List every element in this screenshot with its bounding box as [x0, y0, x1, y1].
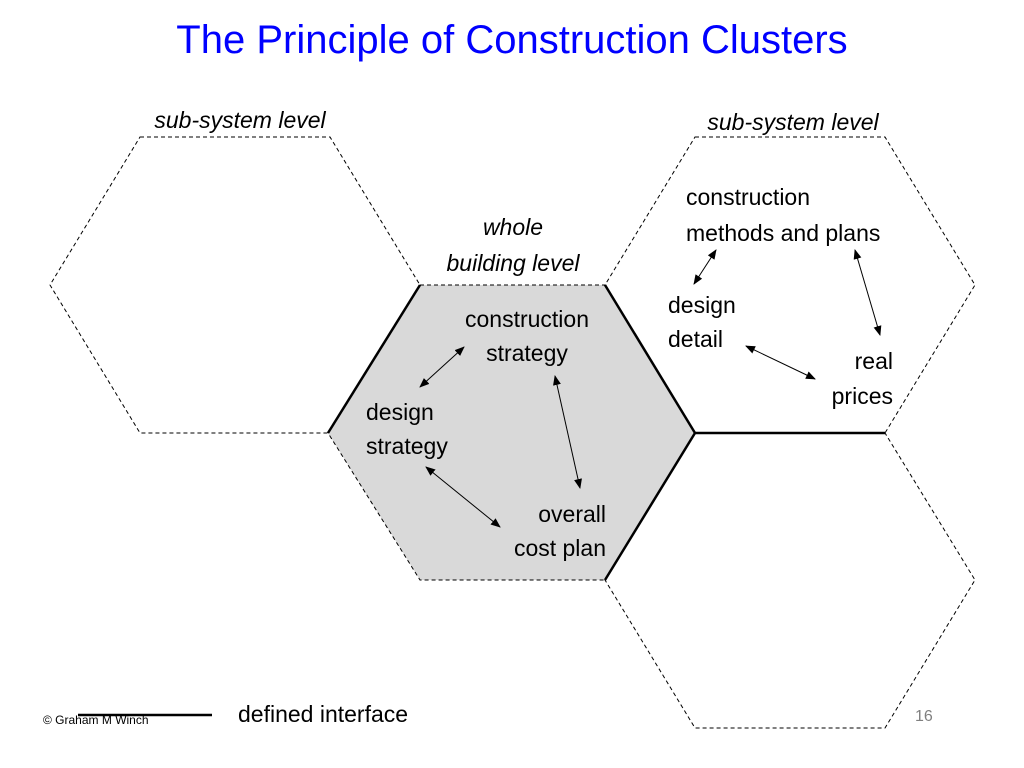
node-construction-strategy-line2: strategy	[486, 340, 568, 366]
arrow-design-strategy-construction-strategy	[419, 346, 465, 388]
node-construction-methods-line1: construction	[686, 184, 810, 210]
slide-title: The Principle of Construction Clusters	[176, 18, 848, 62]
interface-line-left-top	[326, 284, 422, 434]
arrow-design-strategy-cost-plan	[425, 466, 501, 528]
arrow-design-detail-construction-methods	[693, 249, 717, 285]
node-construction-strategy-line1: construction	[465, 306, 589, 332]
label-subsystem-left: sub-system level	[154, 107, 326, 133]
node-design-detail-line1: design	[668, 292, 736, 318]
interface-line-right-top	[603, 284, 697, 434]
node-design-strategy-line2: strategy	[366, 433, 448, 459]
node-overall-cost-plan-line2: cost plan	[514, 535, 606, 561]
label-whole-building-line1: whole	[483, 214, 543, 240]
node-real-prices-line2: prices	[832, 383, 893, 409]
node-construction-methods-line2: methods and plans	[686, 220, 880, 246]
node-design-detail-line2: detail	[668, 326, 723, 352]
label-subsystem-right: sub-system level	[707, 109, 879, 135]
arrow-construction-strategy-cost-plan	[553, 375, 582, 489]
arrow-construction-methods-real-prices	[853, 249, 882, 336]
hexagon-subsystem-left	[49, 136, 421, 434]
interface-line-right-bottom	[603, 432, 697, 581]
node-overall-cost-plan-line1: overall	[538, 501, 606, 527]
label-whole-building-line2: building level	[447, 250, 581, 276]
arrow-design-detail-real-prices	[745, 345, 816, 380]
node-design-strategy-line1: design	[366, 399, 434, 425]
legend-defined-interface: defined interface	[238, 701, 409, 727]
page-number: 16	[915, 708, 933, 725]
copyright-text: © Graham M Winch	[43, 713, 149, 727]
node-real-prices-line1: real	[855, 348, 893, 374]
